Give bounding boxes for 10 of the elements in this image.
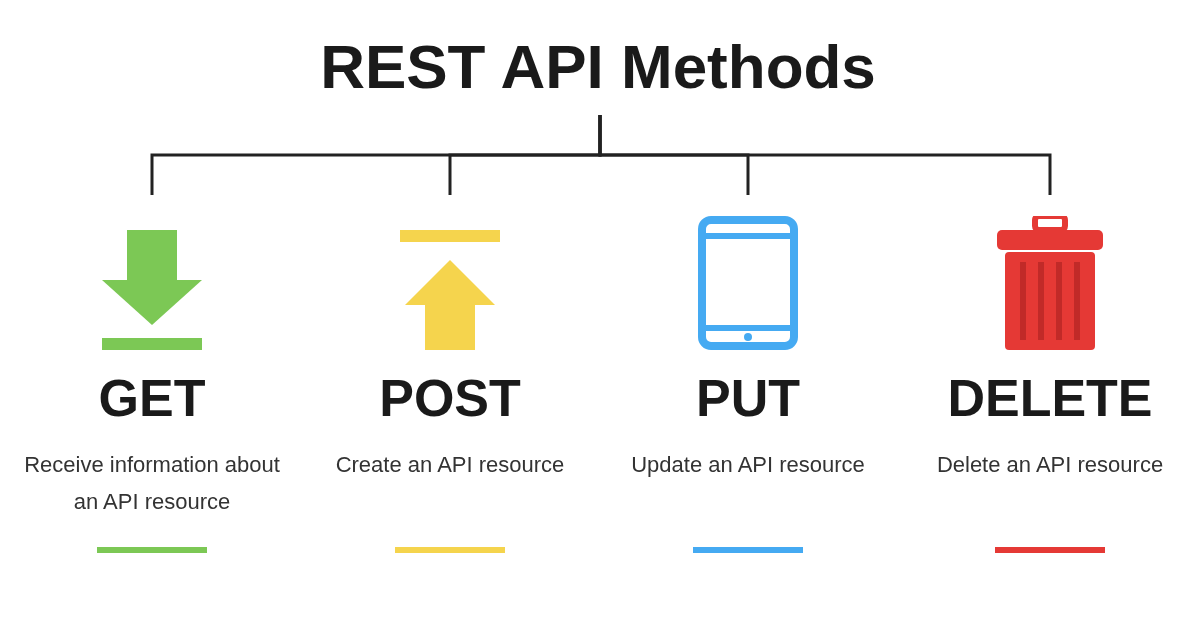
method-name: POST [379, 372, 521, 424]
tree-connector [598, 115, 1052, 195]
method-name: GET [98, 372, 206, 424]
method-description: Update an API resource [630, 451, 866, 479]
method-name: PUT [696, 372, 800, 424]
method-description: Receive information about an API resource [23, 451, 281, 516]
method-name: DELETE [947, 372, 1153, 424]
method-description: Create an API resource [334, 451, 566, 479]
title-text: REST API Methods [320, 35, 876, 98]
method-description: Delete an API resource [935, 451, 1165, 479]
